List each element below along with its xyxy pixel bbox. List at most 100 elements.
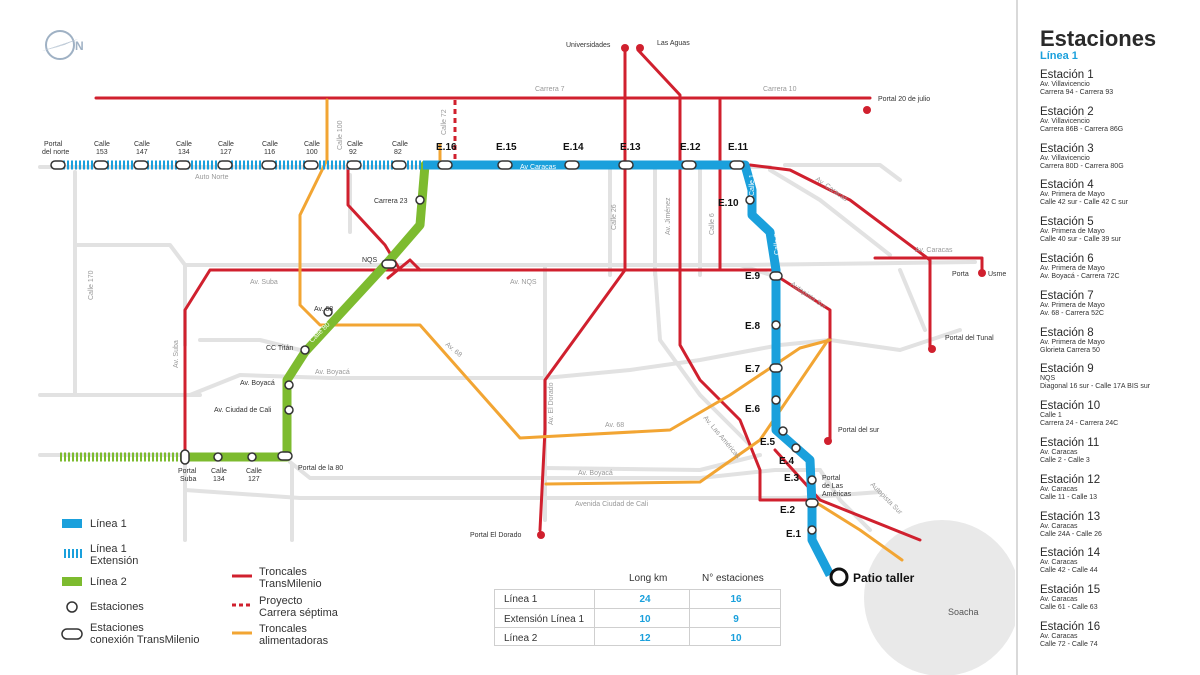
table-cell-estaciones: 10 [730, 633, 742, 644]
nqs-label: NQS [362, 257, 378, 264]
sidebar-station-detail: Av. Caracas [1040, 596, 1078, 604]
av-suba-v-label: Av. Suba [173, 340, 180, 368]
sidebar-station-name: Estación 2 [1040, 105, 1094, 118]
sidebar-subtitle: Línea 1 [1040, 50, 1078, 62]
sidebar-station-detail: Carrera 80D - Carrera 80G [1040, 162, 1124, 170]
station-label: E.2 [780, 505, 795, 516]
patio-taller-label: Patio taller [853, 571, 915, 585]
sidebar-station-detail: Av. Villavicencio [1040, 117, 1090, 125]
table-frame [494, 589, 781, 646]
sidebar-station-detail: Calle 1 [1040, 412, 1062, 420]
table-cell-label: Línea 2 [504, 633, 538, 644]
legend [61, 519, 252, 640]
cc-titan-label: CC Titán [266, 345, 293, 352]
station-label: E.11 [728, 142, 748, 153]
portal-usme-label-b: Usme [988, 271, 1006, 278]
sidebar-station-name: Estación 11 [1040, 437, 1100, 449]
portal-20-label: Portal 20 de julio [878, 96, 930, 103]
sidebar-station-detail: Calle 42 - Calle 44 [1040, 567, 1098, 575]
compass-label: N [75, 39, 84, 53]
place-labels: Universidades Las Aguas Portal 20 de jul… [42, 40, 1006, 617]
portal-americas-label-1: Portal [822, 475, 841, 482]
calle-label: Calle [262, 141, 278, 148]
street-labels: Carrera 7 Carrera 10 Auto Norte Av Carac… [88, 86, 953, 517]
legend-linea1-label: Línea 1 [90, 518, 127, 530]
av-boyaca-label: Av. Boyacá [315, 369, 350, 376]
sidebar-station-detail: Av. Caracas [1040, 559, 1078, 567]
calle-label: 127 [220, 149, 232, 156]
legend-linea2-label: Línea 2 [90, 576, 127, 588]
portal-norte-label-1: Portal [44, 141, 63, 148]
calle127-bottom-label-1: Calle [246, 468, 262, 475]
sidebar-station-name: Estación 9 [1040, 363, 1094, 376]
sidebar-station-detail: Calle 24A - Calle 26 [1040, 530, 1102, 538]
legend-troncales-label-2: TransMilenio [259, 578, 322, 590]
sidebar-station-detail: Calle 40 sur - Calle 39 sur [1040, 236, 1121, 244]
station-label: E.10 [718, 198, 739, 209]
sidebar-station-name: Estación 14 [1040, 547, 1101, 560]
sidebar-station-name: Estación 8 [1040, 326, 1094, 339]
sidebar-station-name: Estación 5 [1040, 216, 1094, 229]
calle127-bottom-label-2: 127 [248, 476, 260, 483]
calle-label: 92 [349, 149, 357, 156]
av-ciudad-cali-label: Avenida Ciudad de Cali [575, 501, 648, 508]
calle-label: 116 [264, 149, 275, 156]
table-cell-label: Extensión Línea 1 [504, 614, 585, 625]
table-cell-estaciones: 16 [730, 594, 742, 605]
sidebar-station-name: Estación 16 [1040, 621, 1101, 633]
carrera23-label: Carrera 23 [374, 198, 408, 205]
sidebar-station-name: Estación 3 [1040, 142, 1094, 155]
legend-conexion-label-2: conexión TransMilenio [90, 634, 200, 646]
calle-label: 82 [394, 149, 402, 156]
portal-usme-label-a: Porta [952, 271, 969, 278]
table-cell-km: 12 [639, 633, 651, 644]
proyecto-carrera-septima [96, 96, 870, 165]
sidebar-station-detail: Av. Caracas [1040, 522, 1078, 530]
av-nqs-label: Av. NQS [510, 279, 537, 286]
linea-2-route [185, 160, 440, 462]
av-americas-label: Av. Las Américas [701, 415, 741, 461]
legend-proyecto-label-1: Proyecto [259, 595, 303, 607]
connection-stations [50, 160, 819, 508]
sidebar-station-detail: Av. Villavicencio [1040, 81, 1090, 88]
table-row: Línea 1 24 16 [494, 589, 781, 609]
sidebar-station-detail: Av. 68 - Carrera 52C [1040, 309, 1104, 317]
sidebar-station-detail: Glorieta Carrera 50 [1040, 346, 1100, 354]
sidebar-station-detail: Carrera 86B - Carrera 86G [1040, 125, 1124, 133]
portal-suba-label-2: Suba [180, 476, 196, 483]
sidebar-station-name: Estación 1 [1040, 69, 1094, 81]
av-eldorado-label: Av. El Dorado [548, 382, 555, 425]
calle-label: 153 [96, 149, 108, 156]
table-cell-label: Línea 1 [504, 594, 538, 605]
sidebar-station-name: Estación 13 [1040, 510, 1101, 523]
calle1-label: Calle 1 [749, 174, 756, 196]
portal-tunal-label: Portal del Tunal [945, 335, 994, 342]
legend-alimentadoras-label-2: alimentadoras [259, 635, 329, 647]
station-label: E.12 [680, 142, 701, 153]
soacha-label: Soacha [948, 607, 979, 617]
table-cell-km: 10 [639, 614, 651, 625]
station-label: E.13 [620, 142, 641, 153]
sidebar-station-detail: Av. Caracas [1040, 485, 1078, 493]
sidebar-station-detail: Carrera 94 - Carrera 93 [1040, 89, 1114, 96]
sidebar-station-detail: Av. Primera de Mayo [1040, 191, 1105, 199]
calle-label: Calle [347, 141, 363, 148]
station-label: E.15 [496, 142, 517, 153]
carrera7-label: Carrera 7 [535, 86, 565, 93]
av-caracas-top-label: Av Caracas [520, 164, 557, 171]
av-suba-label: Av. Suba [250, 279, 278, 286]
patio-taller-marker [829, 567, 849, 587]
station-label: E.6 [745, 404, 760, 415]
legend-station-icon [66, 601, 78, 613]
calle-label: Calle [94, 141, 110, 148]
legend-linea1-ext-label-2: Extensión [90, 555, 139, 567]
sidebar-station-detail: Av. Caracas [1040, 449, 1078, 456]
sidebar-station-name: Estación 12 [1040, 473, 1101, 486]
